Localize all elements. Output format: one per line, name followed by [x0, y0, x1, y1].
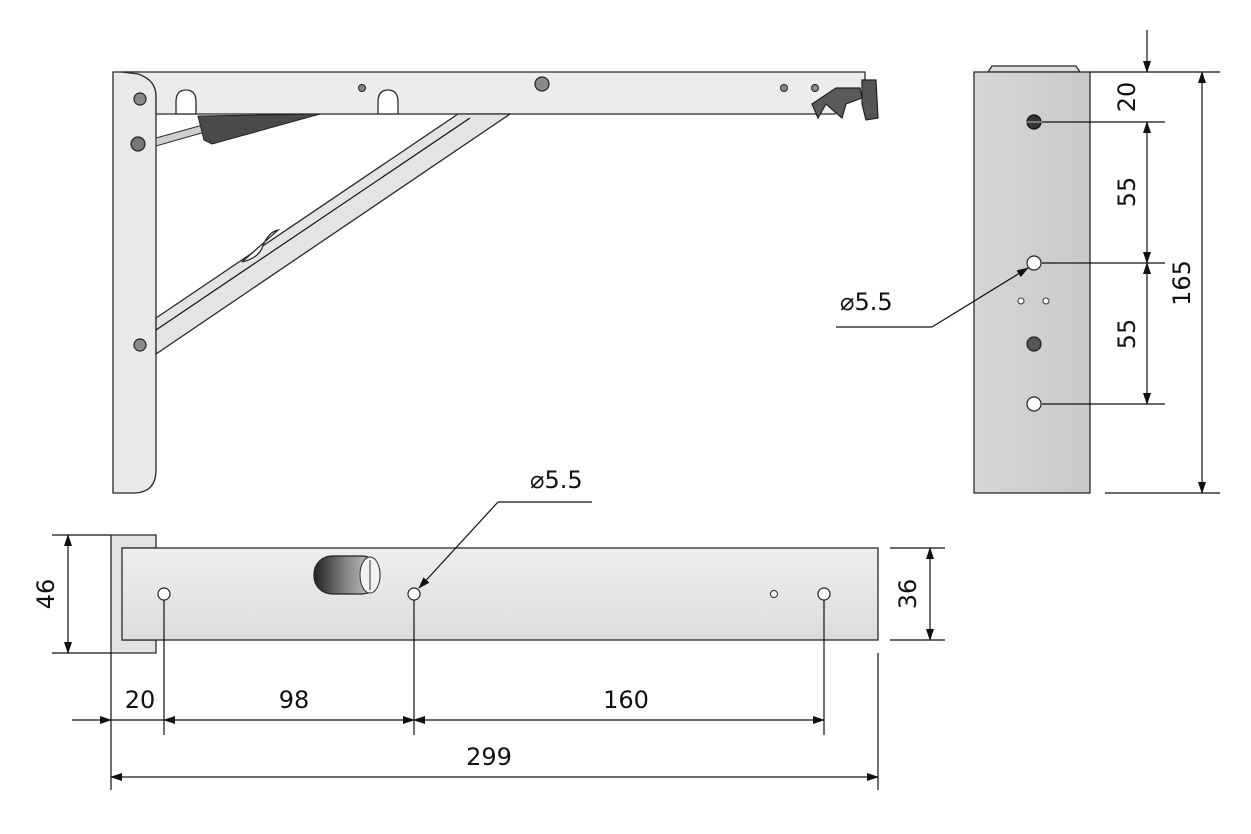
bottom-bar [121, 547, 879, 641]
bracket-side-view [973, 65, 1091, 494]
arm-hole-3 [780, 84, 788, 92]
side-body [973, 71, 1091, 494]
side-hole-callout: ⌀5.5 [840, 288, 893, 316]
latch-hook [811, 87, 863, 120]
side-hole-bottom [1026, 396, 1042, 412]
bracket-bottom-view [110, 534, 879, 654]
horizontal-arm [121, 71, 868, 115]
gas-strut-body [197, 113, 321, 145]
side-small-hole-2 [1042, 297, 1050, 305]
bottom-hole-3 [817, 587, 831, 601]
leg-hole-2 [130, 136, 146, 152]
bottom-hole-callout: ⌀5.5 [530, 466, 583, 494]
side-rivet [1026, 336, 1042, 352]
bottom-hole-2 [407, 587, 421, 601]
bottom-dimensions: 46 36 20 98 160 299 ⌀5.5 [32, 466, 945, 790]
side-dim-spacing-lower: 55 [1113, 319, 1141, 350]
side-dim-spacing-upper: 55 [1113, 177, 1141, 208]
side-hole-middle [1026, 255, 1042, 271]
bottom-dim-total-height: 46 [32, 579, 60, 610]
arm-slot-2 [377, 89, 399, 115]
side-small-hole-1 [1017, 297, 1025, 305]
bottom-dim-first-hole: 20 [125, 686, 156, 714]
brace-notch [241, 228, 281, 263]
bottom-dim-overall-length: 299 [466, 743, 512, 771]
side-top-cap [986, 65, 1082, 73]
arm-hole-2 [534, 76, 550, 92]
leg-hole-1 [133, 92, 147, 106]
side-dim-top-offset: 20 [1113, 82, 1141, 113]
side-dim-overall-height: 165 [1168, 260, 1196, 306]
arm-hole-1 [358, 84, 366, 92]
leg-hole-3 [133, 338, 147, 352]
bottom-dim-hole-spacing-a: 98 [279, 686, 310, 714]
arm-slot-1 [175, 89, 197, 115]
diagonal-brace [155, 113, 513, 356]
bracket-front-view [112, 71, 879, 494]
side-dimensions: 20 55 55 165 ⌀5.5 [836, 30, 1220, 494]
bottom-hole-1 [157, 587, 171, 601]
arm-hole-4 [811, 84, 819, 92]
bottom-small-hole [770, 590, 778, 598]
bottom-dim-bar-height: 36 [894, 579, 922, 610]
bottom-dim-hole-spacing-b: 160 [603, 686, 649, 714]
vertical-leg [112, 71, 157, 494]
latch-end-cap [861, 79, 879, 121]
